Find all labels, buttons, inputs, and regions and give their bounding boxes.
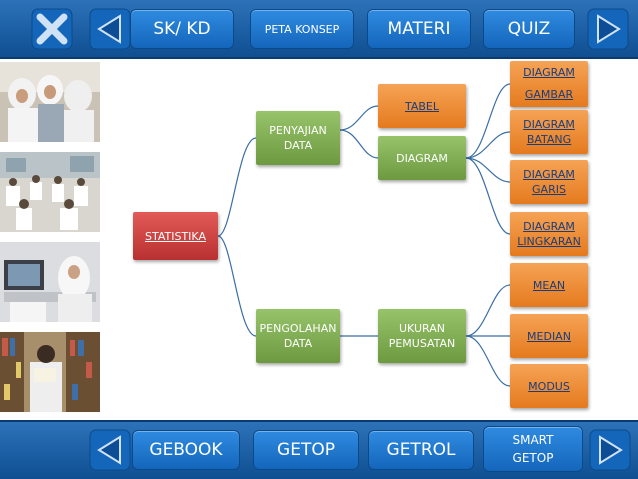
computer-lab-photo [0, 242, 100, 322]
node-pengolahan-line2: DATA [283, 337, 313, 350]
triangle-left-icon[interactable] [86, 7, 134, 51]
node-diagram-lingkaran[interactable]: DIAGRAM LINGKARAN [510, 212, 588, 256]
node-tabel[interactable]: TABEL [378, 84, 466, 128]
node-diagram-garis-line1: DIAGRAM [523, 168, 575, 181]
node-statistika[interactable]: STATISTIKA [133, 212, 218, 260]
node-penyajian-data: PENYAJIAN DATA [256, 111, 340, 165]
node-diagram-lingkaran-line2: LINGKARAN [517, 235, 581, 248]
node-diagram-garis-line2: GARIS [532, 183, 566, 196]
triangle-right-icon[interactable] [586, 428, 634, 472]
sk-kd-button[interactable]: SK/ KD [130, 9, 234, 49]
smart-getop-line2: GETOP [512, 451, 554, 465]
node-diagram-gambar-line2: GAMBAR [524, 88, 574, 101]
library-reading-photo [0, 332, 100, 412]
quiz-button[interactable]: QUIZ [483, 9, 575, 49]
node-penyajian-line1: PENYAJIAN [269, 124, 327, 137]
node-median[interactable]: MEDIAN [510, 314, 588, 358]
node-diagram-gambar-line1: DIAGRAM [523, 66, 575, 79]
node-penyajian-line2: DATA [283, 139, 313, 152]
node-ukuran-pemusatan: UKURAN PEMUSATAN [378, 309, 466, 363]
node-ukuran-line1: UKURAN [399, 322, 445, 335]
smart-getop-line1: SMART [512, 433, 554, 447]
node-mean[interactable]: MEAN [510, 263, 588, 307]
getop-button[interactable]: GETOP [253, 430, 359, 470]
node-diagram-batang-line1: DIAGRAM [523, 118, 575, 131]
node-ukuran-line2: PEMUSATAN [388, 337, 456, 350]
node-modus[interactable]: MODUS [510, 364, 588, 408]
node-pengolahan-data: PENGOLAHAN DATA [256, 309, 340, 363]
node-diagram-gambar[interactable]: DIAGRAM GAMBAR [510, 61, 588, 107]
node-diagram: DIAGRAM [378, 136, 466, 180]
students-discussion-photo [0, 62, 100, 142]
getrol-button[interactable]: GETROL [368, 430, 474, 470]
triangle-left-icon[interactable] [86, 428, 134, 472]
smart-getop-button[interactable]: SMART GETOP [483, 426, 583, 472]
node-diagram-lingkaran-line1: DIAGRAM [523, 220, 575, 233]
node-diagram-batang-line2: BATANG [526, 133, 572, 146]
triangle-right-icon[interactable] [584, 7, 632, 51]
close-icon[interactable] [28, 7, 76, 51]
peta-konsep-button[interactable]: PETA KONSEP [250, 9, 354, 49]
materi-button[interactable]: MATERI [367, 9, 471, 49]
node-pengolahan-line1: PENGOLAHAN [259, 322, 337, 335]
node-diagram-garis[interactable]: DIAGRAM GARIS [510, 160, 588, 204]
classroom-exam-photo [0, 152, 100, 232]
gebook-button[interactable]: GEBOOK [132, 430, 240, 470]
node-diagram-batang[interactable]: DIAGRAM BATANG [510, 110, 588, 154]
